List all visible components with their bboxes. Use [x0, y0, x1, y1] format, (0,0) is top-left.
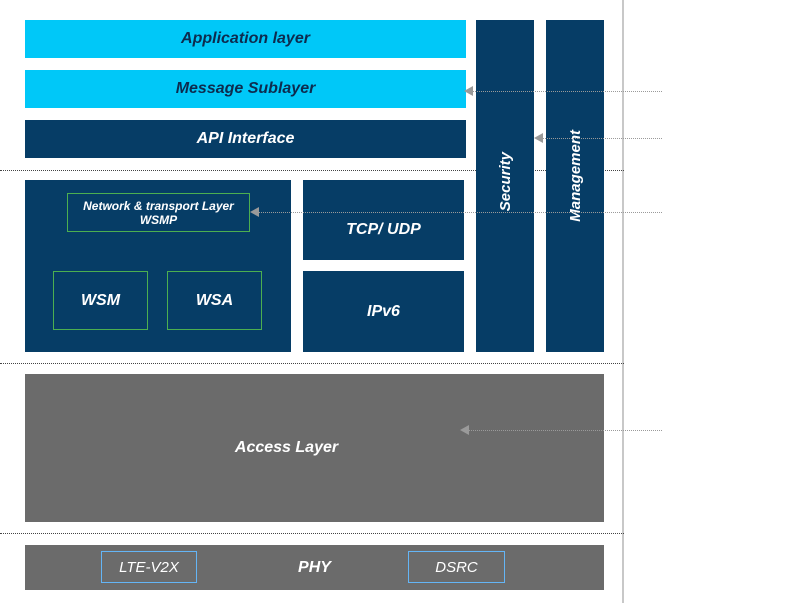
arrowhead-icon — [534, 133, 543, 143]
lte-v2x-label: LTE-V2X — [119, 558, 179, 576]
dsrc-label: DSRC — [435, 558, 478, 576]
access-layer-label: Access Layer — [234, 439, 339, 456]
api-interface-label: API Interface — [196, 130, 295, 147]
security-box: Security — [476, 20, 534, 352]
arrow-to-network-transport — [250, 207, 662, 217]
application-layer-label: Application layer — [181, 30, 310, 47]
separator-line-1 — [0, 170, 624, 171]
wsa-box: WSA — [167, 271, 262, 330]
network-layer-box — [25, 180, 291, 352]
network-transport-box: Network & transport Layer WSMP — [67, 193, 250, 232]
tcp-udp-label: TCP/ UDP — [346, 221, 421, 238]
separator-line-3 — [0, 533, 624, 534]
phy-label: PHY — [298, 558, 331, 576]
tcp-udp-box: TCP/ UDP — [303, 180, 464, 260]
arrowhead-icon — [460, 425, 469, 435]
ipv6-box: IPv6 — [303, 271, 464, 352]
arrow-to-message-sublayer — [464, 86, 662, 96]
access-layer-box: Access Layer — [25, 374, 604, 522]
api-interface-box: API Interface — [25, 120, 466, 158]
arrowhead-icon — [464, 86, 473, 96]
dsrc-box: DSRC — [408, 551, 505, 583]
message-sublayer-label: Message Sublayer — [175, 80, 316, 97]
security-label: Security — [496, 152, 514, 212]
wsa-label: WSA — [195, 291, 234, 309]
application-layer-box: Application layer — [25, 20, 466, 58]
arrow-to-security — [534, 133, 662, 143]
management-label: Management — [566, 130, 584, 222]
right-border-line — [622, 0, 624, 603]
arrowhead-icon — [250, 207, 259, 217]
network-transport-label: Network & transport Layer WSMP — [83, 198, 234, 227]
wsm-box: WSM — [53, 271, 148, 330]
lte-v2x-box: LTE-V2X — [101, 551, 197, 583]
message-sublayer-box: Message Sublayer — [25, 70, 466, 108]
ipv6-label: IPv6 — [367, 302, 400, 320]
wsm-label: WSM — [80, 291, 121, 309]
separator-line-2 — [0, 363, 624, 364]
arrow-to-access-layer — [460, 425, 662, 435]
management-box: Management — [546, 20, 604, 352]
